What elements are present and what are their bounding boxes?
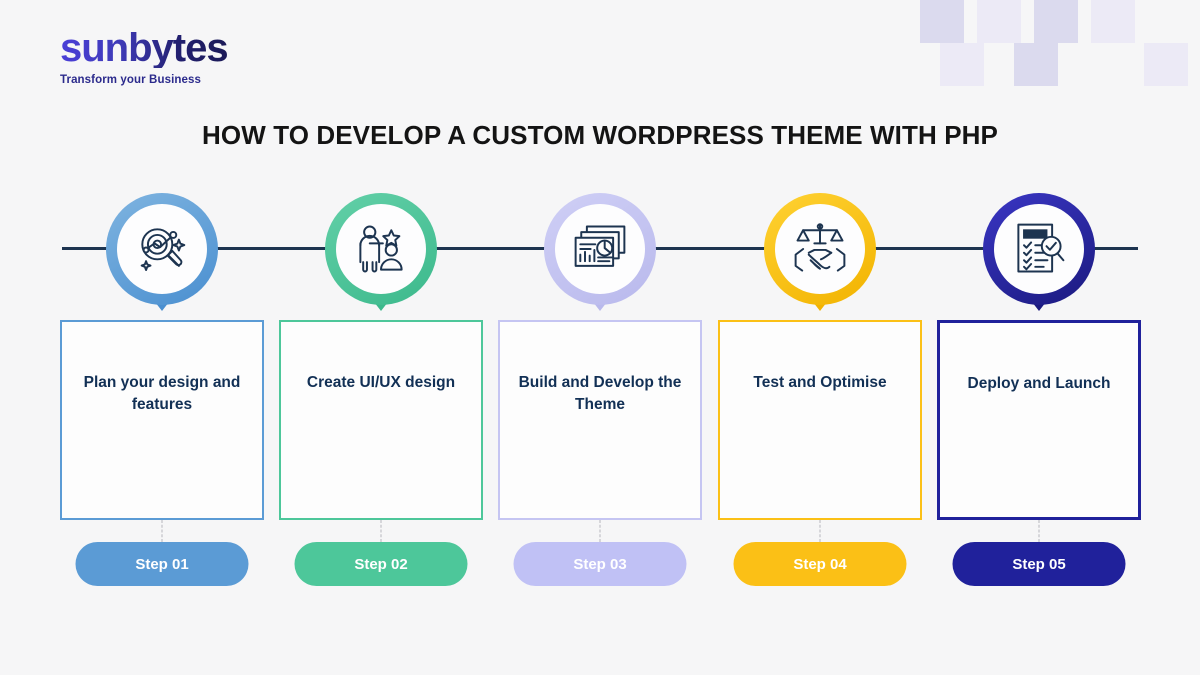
- step-01-card-text: Plan your design and features: [83, 374, 241, 414]
- brand-tagline: Transform your Business: [60, 74, 201, 86]
- target-magnifier-icon: [117, 204, 207, 294]
- step-05-badge[interactable]: [983, 193, 1095, 311]
- deco-square: [1034, 0, 1078, 43]
- step-04-badge[interactable]: [764, 193, 876, 311]
- step-03-pill-label: Step 03: [573, 555, 627, 573]
- report-cards-icon: [555, 204, 645, 294]
- step-05-card[interactable]: Deploy and Launch: [937, 320, 1141, 520]
- step-02-connector: [380, 520, 382, 542]
- step-05-card-text: Deploy and Launch: [967, 375, 1111, 392]
- step-04-connector: [819, 520, 821, 542]
- step-01-pill[interactable]: Step 01: [75, 542, 249, 586]
- step-04-pill[interactable]: Step 04: [733, 542, 907, 586]
- step-03-connector: [599, 520, 601, 542]
- step-01-card[interactable]: Plan your design and features: [60, 320, 264, 520]
- step-02-pill[interactable]: Step 02: [294, 542, 468, 586]
- step-03-pill[interactable]: Step 03: [513, 542, 687, 586]
- step-03-badge[interactable]: [544, 193, 656, 311]
- step-05-connector: [1038, 520, 1040, 542]
- scale-handshake-icon: [775, 204, 865, 294]
- step-02-badge[interactable]: [325, 193, 437, 311]
- checklist-magnifier-icon: [994, 204, 1084, 294]
- step-01-pill-label: Step 01: [135, 555, 189, 573]
- step-05-pill[interactable]: Step 05: [952, 542, 1126, 586]
- step-03-card[interactable]: Build and Develop the Theme: [498, 320, 702, 520]
- step-01-badge[interactable]: [106, 193, 218, 311]
- step-02-card[interactable]: Create UI/UX design: [279, 320, 483, 520]
- deco-square: [920, 0, 964, 43]
- step-04-card[interactable]: Test and Optimise: [718, 320, 922, 520]
- step-01-connector: [161, 520, 163, 542]
- step-02-card-text: Create UI/UX design: [306, 374, 456, 391]
- deco-square: [940, 43, 984, 86]
- step-04-pill-label: Step 04: [793, 555, 847, 573]
- step-05-pill-label: Step 05: [1012, 555, 1066, 573]
- deco-square: [1014, 43, 1058, 86]
- person-star-icon: [336, 204, 426, 294]
- deco-square: [1091, 0, 1135, 43]
- step-03-card-text: Build and Develop the Theme: [518, 374, 682, 414]
- brand-logo[interactable]: sunbytes Transform your Business: [60, 26, 229, 86]
- corner-square-grid: [920, 0, 1200, 88]
- step-04-card-text: Test and Optimise: [753, 374, 887, 391]
- deco-square: [977, 0, 1021, 43]
- step-02-pill-label: Step 02: [354, 555, 408, 573]
- deco-square: [1144, 43, 1188, 86]
- brand-name: sunbytes: [60, 26, 229, 70]
- page-title: HOW TO DEVELOP A CUSTOM WORDPRESS THEME …: [202, 120, 998, 150]
